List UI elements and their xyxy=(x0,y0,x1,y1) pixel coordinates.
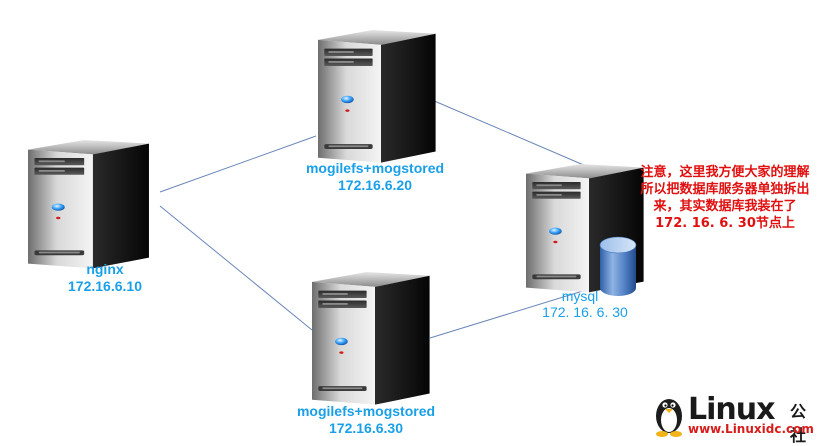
server-nginx-icon xyxy=(28,140,149,269)
connection-line-mogile-b-mysql xyxy=(429,289,587,339)
database-cylinder-icon xyxy=(599,236,637,296)
note-text: 注意，这里我方便大家的理解 所以把数据库服务器单独拆出 来，其实数据库我装在了 … xyxy=(630,164,820,232)
note-line: 注意，这里我方便大家的理解 xyxy=(640,165,810,180)
note-line: 所以把数据库服务器单独拆出 xyxy=(640,182,810,197)
connection-line-nginx-mogile-a xyxy=(159,135,317,193)
note-line: 172. 16. 6. 30节点上 xyxy=(655,216,795,231)
mysql-name-label: mysql xyxy=(561,288,599,304)
watermark-cn: 公社 xyxy=(790,402,807,445)
note-line: 来，其实数据库我装在了 xyxy=(653,199,797,214)
tux-logo-icon xyxy=(656,399,682,437)
connection-line-nginx-mogile-b xyxy=(159,205,313,331)
watermark-title: Linux xyxy=(688,392,775,427)
mogilefs-b-ip-label: 172.16.6.30 xyxy=(329,420,403,436)
watermark-url: www.Linuxidc.com xyxy=(688,422,814,436)
server-mogilefs-a-icon xyxy=(318,30,436,163)
server-mogilefs-b-icon xyxy=(312,272,430,405)
nginx-ip-label: 172.16.6.10 xyxy=(68,278,142,294)
mogilefs-a-name-label: mogilefs+mogstored xyxy=(305,160,445,176)
mysql-ip-label: 172. 16. 6. 30 xyxy=(542,304,628,320)
watermark: Linux 公社 www.Linuxidc.com xyxy=(650,392,820,445)
mogilefs-b-name-label: mogilefs+mogstored xyxy=(296,403,436,419)
connection-line-mogile-a-mysql xyxy=(431,99,587,167)
mogilefs-a-ip-label: 172.16.6.20 xyxy=(338,177,412,193)
nginx-name-label: nginx xyxy=(86,261,124,277)
connection-lines xyxy=(159,99,587,339)
